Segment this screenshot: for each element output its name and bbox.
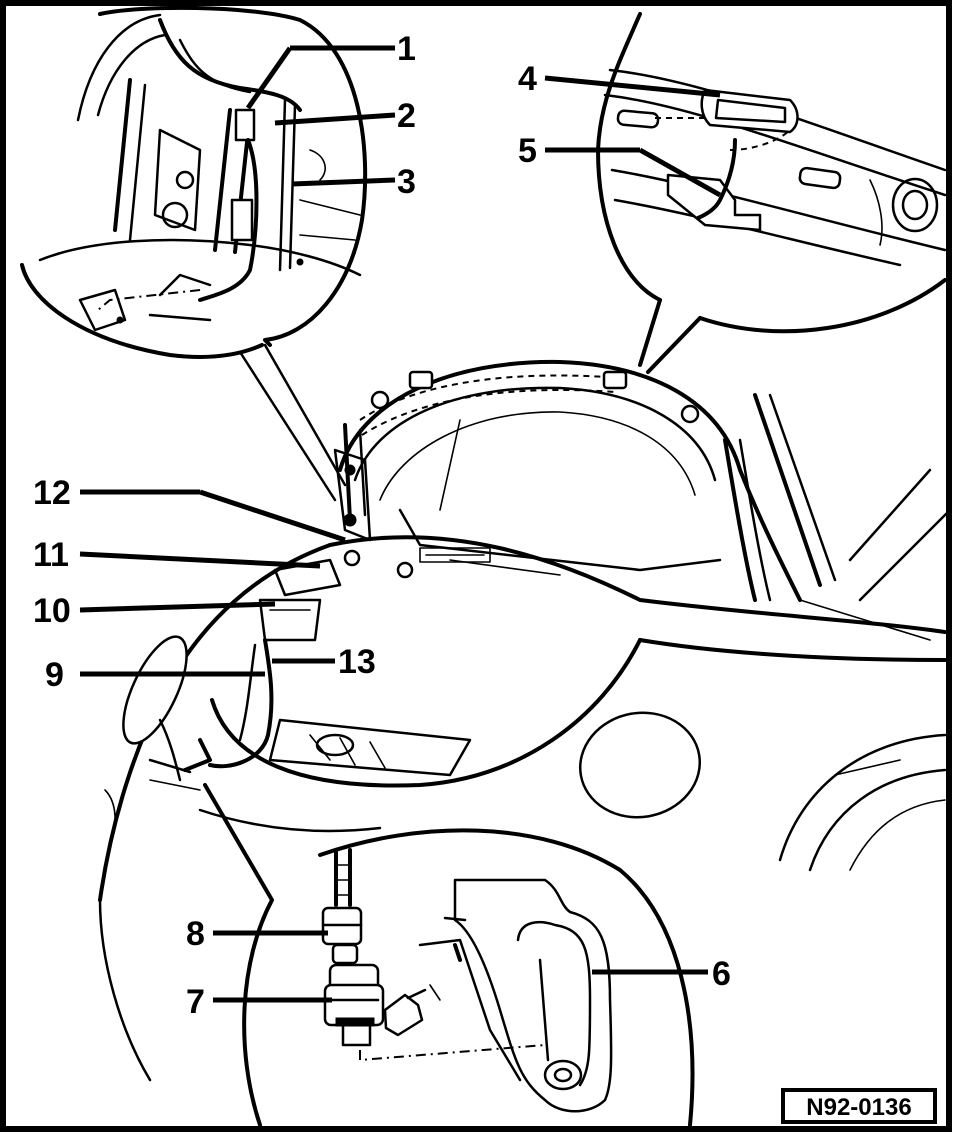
callout-6: 6	[712, 955, 731, 993]
callout-12: 12	[33, 474, 71, 512]
callout-2: 2	[397, 97, 416, 135]
callout-13: 13	[338, 643, 376, 681]
open-hood	[333, 359, 952, 641]
engine-bay	[148, 549, 472, 791]
callout-5: 5	[518, 132, 537, 170]
callout-3: 3	[397, 163, 416, 201]
callout-7: 7	[186, 983, 205, 1021]
callout-10: 10	[33, 592, 71, 630]
reference-code-box: N92-0136	[781, 1088, 937, 1124]
callout-8: 8	[186, 915, 205, 953]
callout-11: 11	[33, 536, 69, 574]
detail-circle-top-left	[20, 5, 368, 502]
detail-circle-bottom	[203, 783, 695, 1127]
detail-circle-top-right	[596, 12, 947, 374]
callout-9: 9	[45, 656, 64, 694]
callout-labels: 1 2 3 4 5 6 7 8 9 10 11 12 13	[33, 30, 731, 1021]
reference-code: N92-0136	[806, 1094, 911, 1121]
callout-4: 4	[518, 60, 537, 98]
vehicle-body	[98, 535, 947, 1082]
callout-leaders	[79, 45, 722, 1003]
callout-1: 1	[397, 30, 416, 68]
